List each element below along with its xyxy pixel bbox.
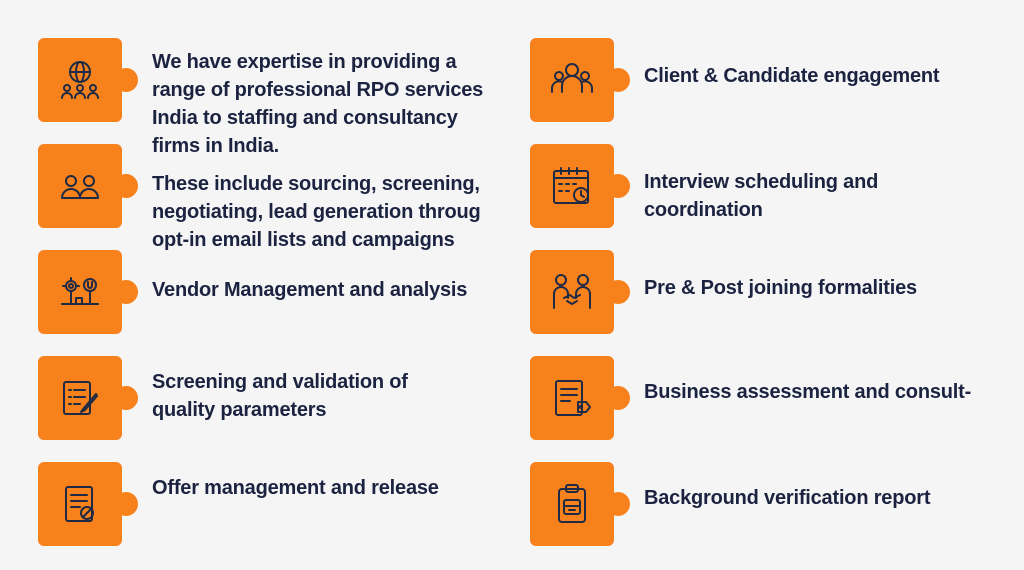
puzzle-tab — [606, 386, 630, 410]
service-text: Background verification report — [644, 487, 931, 509]
puzzle-tab — [114, 68, 138, 92]
puzzle-tile — [530, 250, 614, 334]
service-text: These include sourcing, screening, negot… — [152, 173, 481, 251]
puzzle-tile — [530, 462, 614, 546]
calendar-clock-icon — [550, 164, 594, 208]
service-text: Interview scheduling and coordination — [644, 171, 879, 221]
document-check-icon — [58, 482, 102, 526]
service-item-business-assessment: Business assessment and consult- — [530, 356, 1010, 440]
handshake-people-icon — [550, 270, 594, 314]
globe-people-icon — [58, 58, 102, 102]
puzzle-tab — [114, 280, 138, 304]
service-item-background-verification: Background verification report — [530, 462, 1010, 546]
service-item-interview-scheduling: Interview scheduling and coordination — [530, 144, 1010, 228]
service-item-vendor-management: Vendor Management and analysis — [38, 250, 518, 334]
puzzle-tile — [530, 144, 614, 228]
clipboard-icon — [550, 482, 594, 526]
service-text: We have expertise in providing a range o… — [152, 51, 484, 157]
vendor-gear-icon — [58, 270, 102, 314]
service-text: Business assessment and consult- — [644, 381, 972, 403]
group-people-icon — [550, 58, 594, 102]
puzzle-tile — [530, 38, 614, 122]
puzzle-tab — [114, 492, 138, 516]
puzzle-tab — [606, 492, 630, 516]
two-people-icon — [58, 164, 102, 208]
puzzle-tab — [606, 174, 630, 198]
puzzle-tab — [114, 386, 138, 410]
service-text: Vendor Management and analysis — [152, 279, 468, 301]
service-item-sourcing: These include sourcing, screening, negot… — [38, 144, 518, 251]
puzzle-tile — [530, 356, 614, 440]
document-tag-icon — [550, 376, 594, 420]
service-text: Pre & Post joining formalities — [644, 277, 917, 299]
puzzle-tile — [38, 38, 122, 122]
checklist-pen-icon — [58, 376, 102, 420]
puzzle-tile — [38, 462, 122, 546]
service-text: Client & Candidate engagement — [644, 65, 940, 87]
service-text: Offer management and release — [152, 477, 439, 499]
puzzle-tab — [606, 280, 630, 304]
service-item-rpo-expertise: We have expertise in providing a range o… — [38, 38, 518, 157]
puzzle-tab — [606, 68, 630, 92]
service-item-client-engagement: Client & Candidate engagement — [530, 38, 1010, 122]
service-text: Screening and validation of quality para… — [152, 371, 408, 421]
puzzle-tile — [38, 250, 122, 334]
puzzle-tab — [114, 174, 138, 198]
service-item-offer-management: Offer management and release — [38, 462, 518, 546]
service-item-screening-validation: Screening and validation of quality para… — [38, 356, 518, 440]
service-item-joining-formalities: Pre & Post joining formalities — [530, 250, 1010, 334]
puzzle-tile — [38, 144, 122, 228]
